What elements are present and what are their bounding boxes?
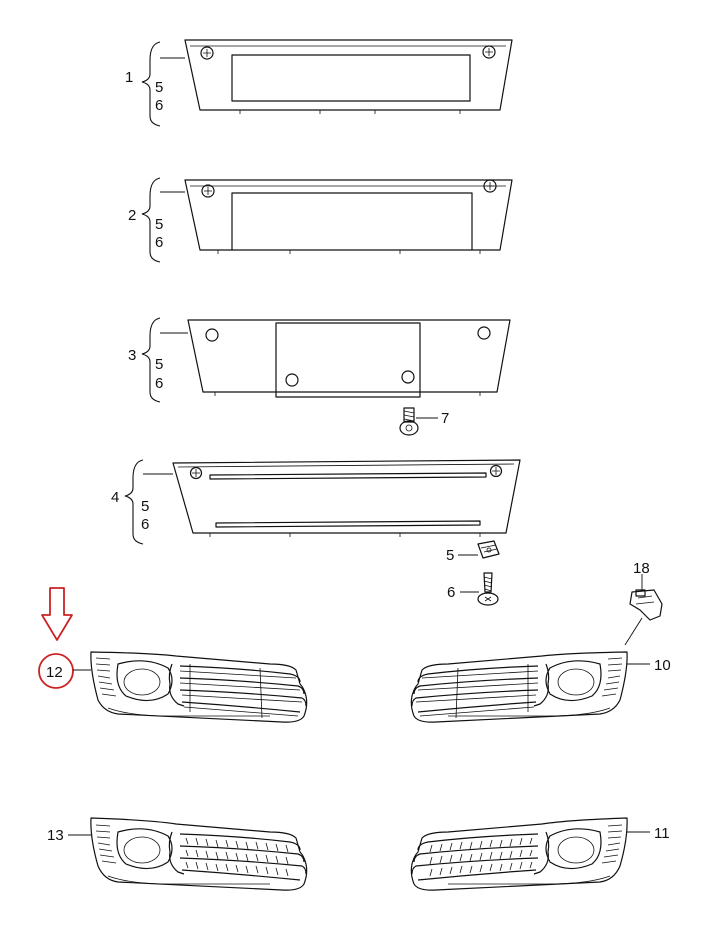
callout-6: 6 [155,234,163,251]
screw-6[interactable] [477,572,499,606]
bracket-brace-1 [141,41,161,127]
callout-18: 18 [633,560,650,577]
license-plate-bracket-4[interactable] [172,459,521,537]
callout-4: 4 [111,489,119,506]
callout-5: 5 [141,498,149,515]
down-arrow-icon [41,587,73,641]
callout-6: 6 [155,375,163,392]
highlight-circle [38,653,74,689]
fog-lamp-grille-10[interactable] [410,651,628,723]
license-plate-bracket-1[interactable] [184,39,513,114]
callout-3: 3 [128,347,136,364]
callout-10: 10 [654,657,671,674]
callout-2: 2 [128,207,136,224]
callout-6: 6 [141,516,149,533]
retainer-clip-18[interactable] [629,589,663,621]
callout-5: 5 [155,79,163,96]
callout-1: 1 [125,69,133,86]
license-plate-bracket-2[interactable] [184,179,513,254]
fog-lamp-grille-13[interactable] [90,817,308,891]
callout-5-small: 5 [446,547,454,564]
callout-11: 11 [654,825,670,842]
callout-6-small: 6 [447,584,455,601]
fog-lamp-grille-11[interactable] [410,817,628,891]
callout-5: 5 [155,356,163,373]
callout-13: 13 [47,827,64,844]
fog-lamp-grille-12[interactable] [90,651,308,723]
clip-nut-5[interactable] [477,540,500,559]
callout-5: 5 [155,216,163,233]
bracket-brace-3 [141,317,161,403]
bolt-7[interactable] [399,407,419,436]
license-plate-bracket-3[interactable] [187,319,511,398]
callout-6: 6 [155,97,163,114]
callout-12: 12 [46,664,63,681]
bracket-brace-2 [141,177,161,263]
bracket-brace-4 [124,459,144,545]
callout-7: 7 [441,410,449,427]
